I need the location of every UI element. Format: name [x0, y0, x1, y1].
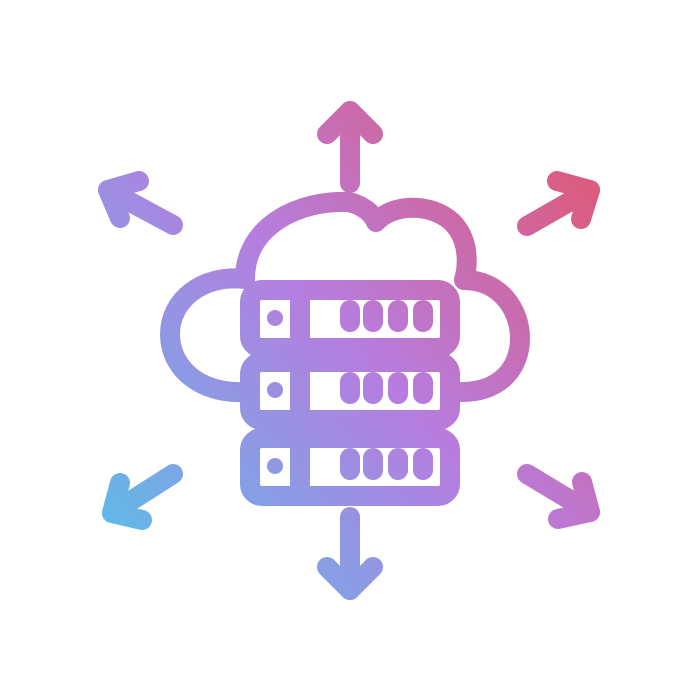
server-unit-1 [240, 280, 460, 358]
power-dot [267, 382, 283, 398]
arrow-down-right-icon [517, 464, 600, 529]
server-rack-icon [240, 280, 460, 506]
power-dot [267, 310, 283, 326]
arrow-down-left-icon [102, 464, 183, 530]
arrow-down-icon [317, 507, 383, 600]
power-dot [267, 458, 283, 474]
arrow-up-icon [317, 101, 383, 193]
arrow-up-right-icon [517, 171, 600, 236]
server-unit-3 [240, 428, 460, 506]
cloud-icon [160, 191, 530, 403]
arrow-up-left-icon [98, 171, 183, 235]
server-unit-2 [240, 352, 460, 430]
